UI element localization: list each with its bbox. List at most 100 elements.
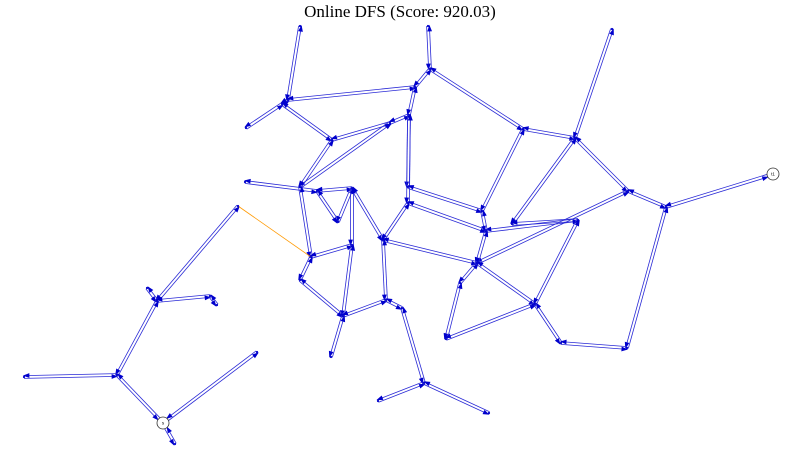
graph-node <box>533 302 537 306</box>
edge-arrowhead <box>286 95 294 101</box>
node-label: s <box>162 421 165 426</box>
edge <box>446 304 536 341</box>
graph-node <box>384 298 388 302</box>
graph-node <box>115 373 119 377</box>
edge <box>298 121 390 187</box>
edge-arrowhead <box>210 300 217 307</box>
edge <box>155 204 238 301</box>
edge-arrowhead <box>210 294 217 301</box>
edge <box>316 186 352 191</box>
edge-arrowhead <box>482 209 487 217</box>
edge-arrowhead <box>311 189 318 195</box>
node-circle <box>766 167 780 181</box>
edge-arrowhead <box>307 256 313 264</box>
edge-arrowhead <box>522 126 529 131</box>
edge <box>246 104 283 130</box>
edge-arrowhead <box>475 208 483 213</box>
graph-node <box>208 294 212 298</box>
edge-arrowhead <box>244 178 251 184</box>
chart-title: Online DFS (Score: 920.03) <box>304 2 496 21</box>
graph-node <box>298 278 302 282</box>
edge <box>350 188 383 241</box>
edge-arrowhead <box>575 136 582 143</box>
edge-arrowhead <box>298 273 304 281</box>
edge <box>402 307 426 383</box>
edge <box>329 315 343 357</box>
edge <box>428 25 432 69</box>
edge <box>244 182 317 193</box>
edge-arrowhead <box>381 294 387 302</box>
edge <box>377 381 424 401</box>
edge <box>407 203 486 233</box>
edge <box>383 239 388 300</box>
graph-node <box>381 238 385 242</box>
edge-arrowhead <box>328 139 334 147</box>
edge <box>382 240 477 265</box>
graph-node <box>510 222 514 226</box>
edge <box>310 243 352 257</box>
edge <box>315 191 338 224</box>
edge <box>381 201 408 240</box>
edge <box>625 206 666 348</box>
edge-arrowhead <box>663 206 669 214</box>
graph-node <box>426 24 430 28</box>
edge <box>300 186 313 257</box>
edge-arrowhead <box>609 28 614 36</box>
edge-arrowhead <box>761 176 769 181</box>
edge <box>512 138 577 226</box>
graph-node <box>22 375 26 379</box>
edge-arrowhead <box>385 298 393 304</box>
edge-arrowhead <box>309 251 317 257</box>
graph-node <box>406 201 410 205</box>
edge <box>341 244 352 316</box>
edge <box>157 296 211 303</box>
edge <box>343 300 387 318</box>
edge <box>157 206 240 303</box>
edge <box>535 220 580 305</box>
edge <box>282 102 334 140</box>
edge-arrowhead <box>341 310 349 316</box>
edge <box>342 298 386 316</box>
edge-arrowhead <box>483 230 489 238</box>
graph-node <box>388 121 392 125</box>
graph-node <box>413 85 417 89</box>
edge <box>300 140 334 189</box>
edge-arrowhead <box>382 237 390 243</box>
edge-arrowhead <box>117 373 124 380</box>
edge-arrowhead <box>276 104 284 111</box>
edge <box>406 114 409 203</box>
graph-node <box>626 189 630 193</box>
edge-arrowhead <box>427 24 433 32</box>
edge <box>317 188 353 193</box>
edge <box>400 308 424 384</box>
edge-arrowhead <box>429 67 437 73</box>
edge <box>666 176 768 209</box>
edge-arrowhead <box>299 185 305 193</box>
graph-node <box>484 229 488 233</box>
edge-arrowhead <box>458 276 465 283</box>
edge <box>426 26 430 70</box>
graph-node <box>145 286 149 290</box>
graph-node <box>255 350 259 354</box>
edge-arrowhead <box>482 409 490 415</box>
edge-arrowhead <box>336 215 341 223</box>
edge <box>475 263 535 306</box>
edge <box>485 218 578 231</box>
edge-arrowhead <box>298 180 304 188</box>
graph-node <box>475 261 479 265</box>
graph-node <box>155 299 159 303</box>
edge-arrowhead <box>404 202 410 210</box>
edge-arrowhead <box>340 315 346 323</box>
edge-arrowhead <box>153 300 159 308</box>
graph-node <box>559 341 563 345</box>
edge-arrowhead <box>559 339 567 345</box>
edge-arrowhead <box>382 238 388 246</box>
edge-arrowhead <box>472 263 479 270</box>
node-circle <box>156 416 170 430</box>
edge <box>280 104 332 142</box>
edge <box>523 127 576 138</box>
edge <box>486 220 579 233</box>
edge <box>533 304 561 344</box>
edge <box>561 341 628 348</box>
edge-arrowhead <box>457 282 463 290</box>
